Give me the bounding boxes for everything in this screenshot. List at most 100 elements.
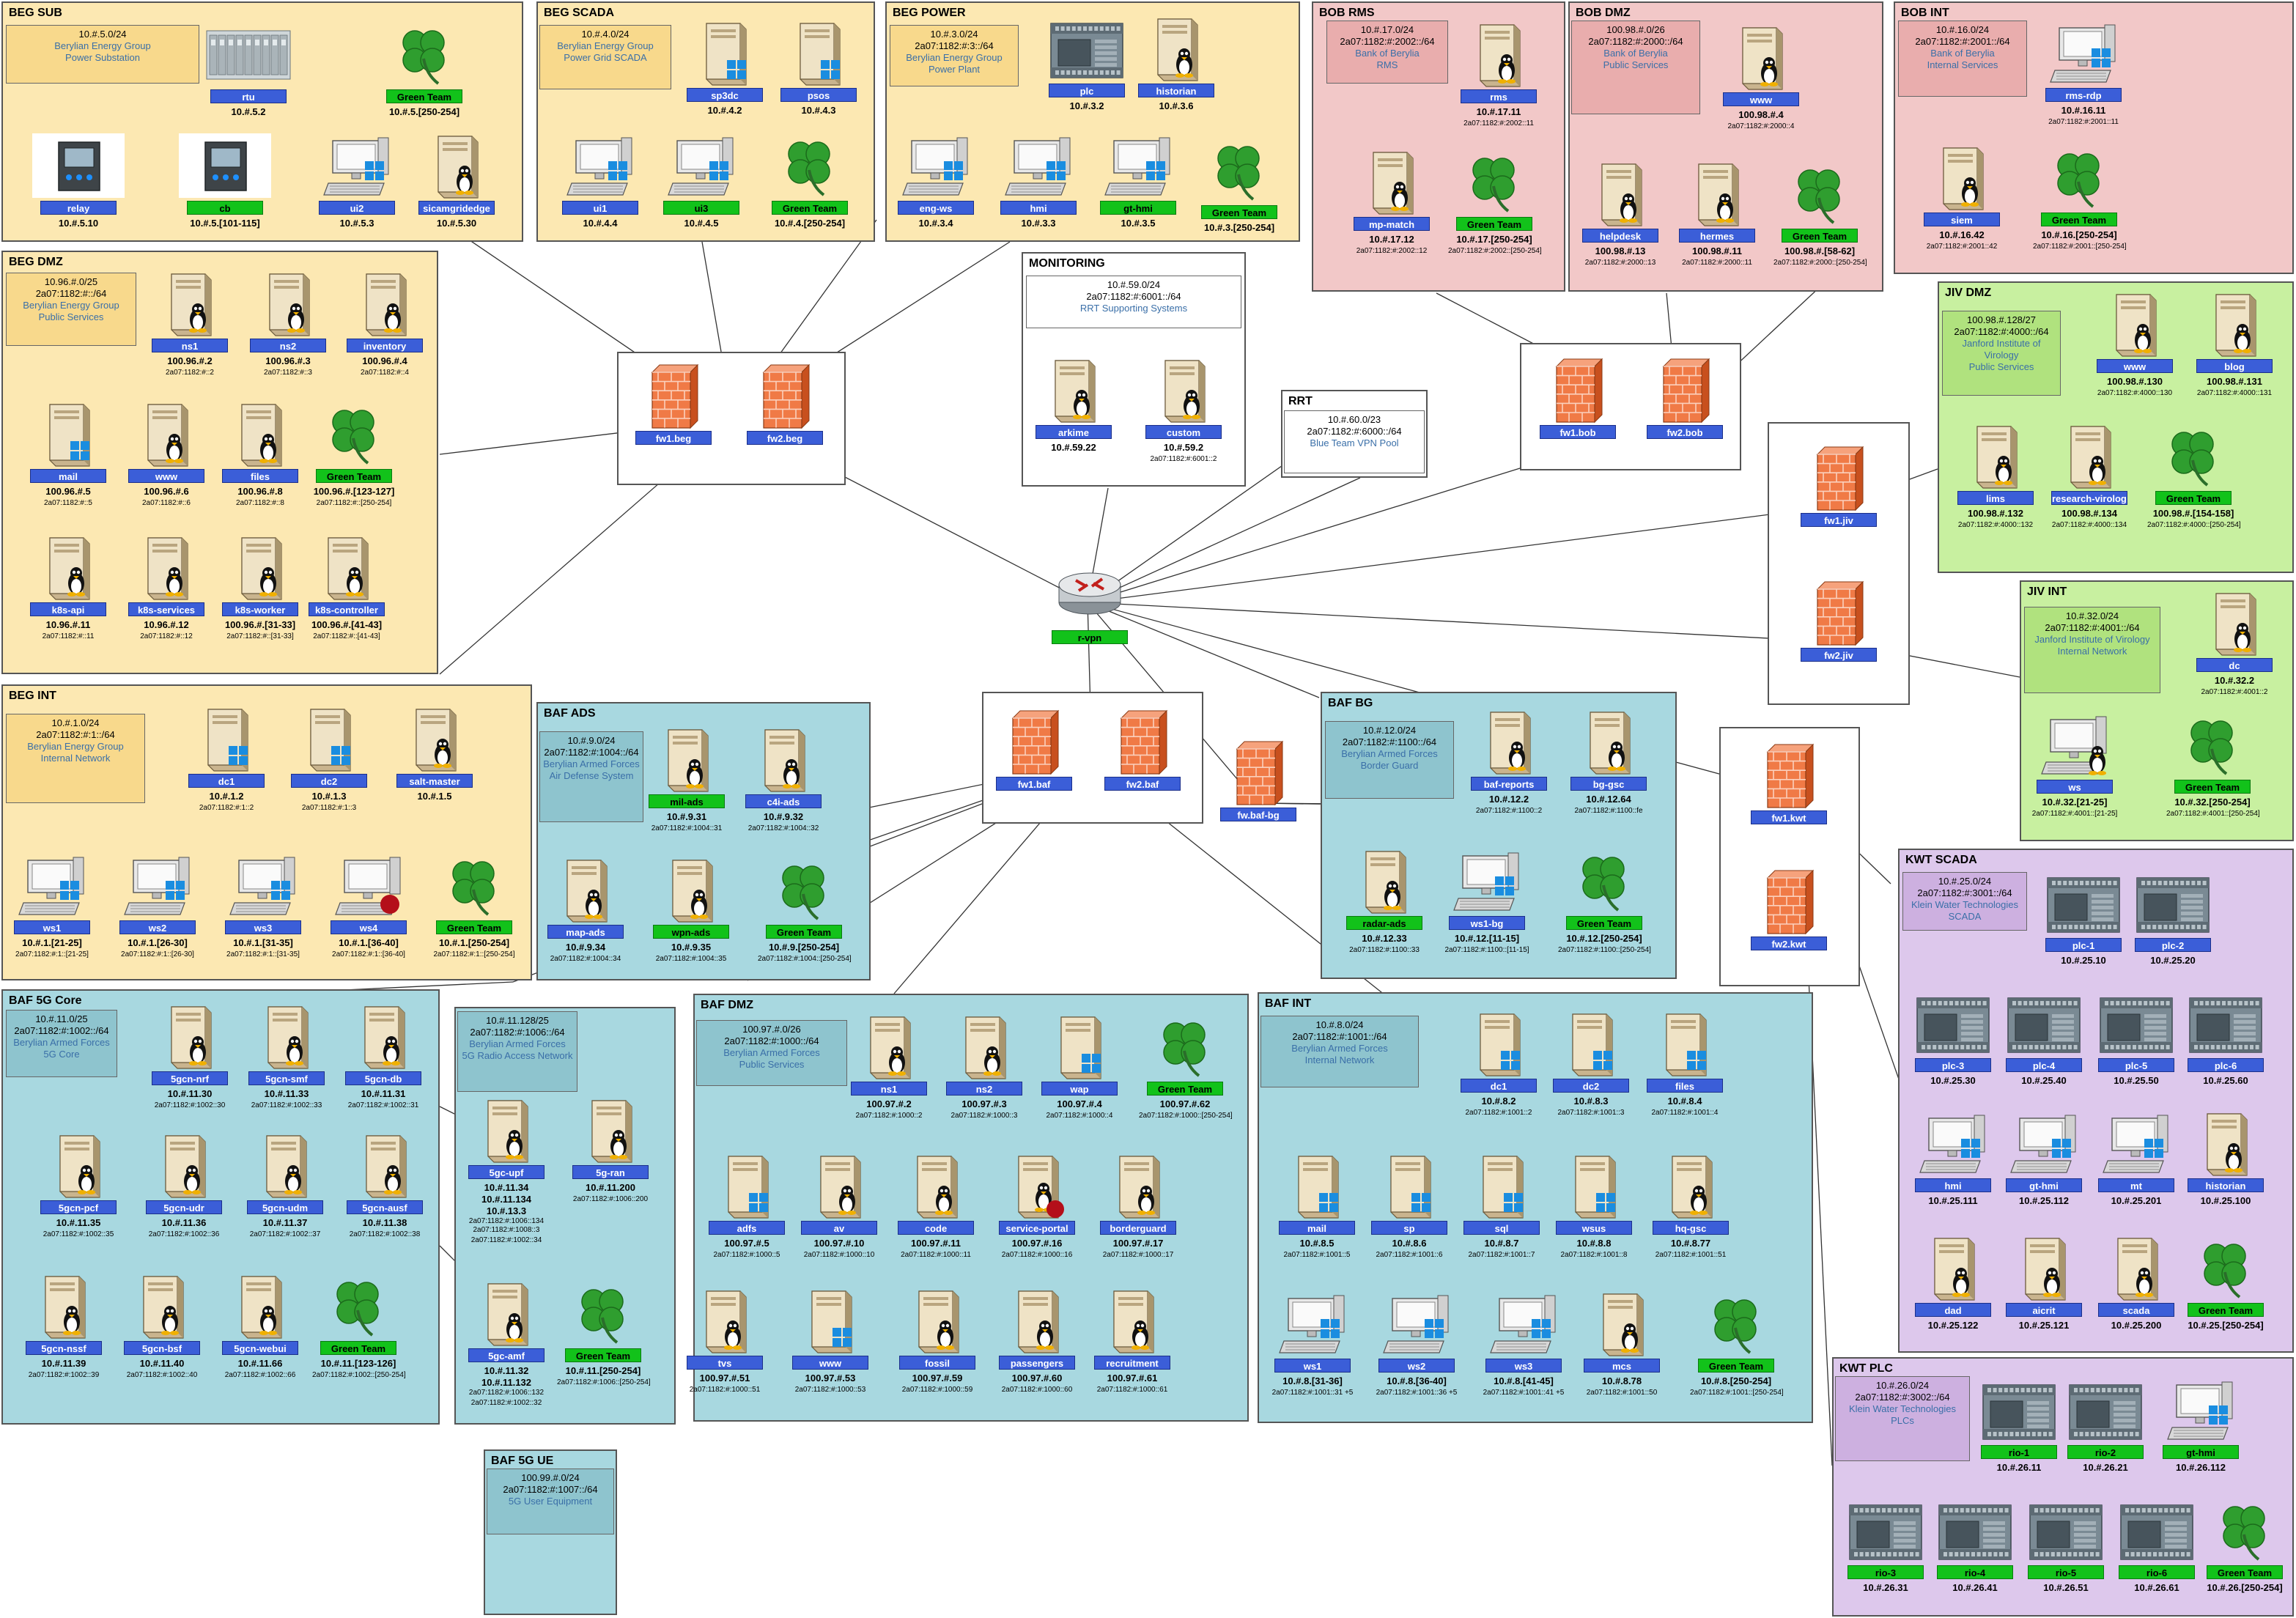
- host-label[interactable]: Green Team: [1782, 229, 1858, 243]
- host-label[interactable]: Green Team: [320, 1341, 396, 1355]
- host-label[interactable]: k8s-api: [30, 602, 106, 616]
- host-label[interactable]: fw1.jiv: [1801, 513, 1877, 527]
- host-label[interactable]: mail: [1279, 1221, 1355, 1235]
- host-label[interactable]: dc2: [291, 774, 367, 788]
- host-label[interactable]: plc-4: [2006, 1058, 2082, 1072]
- host-label[interactable]: siem: [1924, 213, 2000, 226]
- host-label[interactable]: dc: [2196, 658, 2273, 672]
- host-label[interactable]: www: [1723, 92, 1799, 106]
- host-label[interactable]: Green Team: [772, 201, 848, 215]
- host-label[interactable]: ws1: [1274, 1359, 1351, 1373]
- host-label[interactable]: www: [128, 469, 204, 483]
- host-label[interactable]: helpdesk: [1582, 229, 1658, 243]
- host-label[interactable]: fw2.beg: [747, 431, 823, 445]
- host-label[interactable]: dad: [1915, 1303, 1991, 1317]
- host-label[interactable]: historian: [1138, 84, 1214, 97]
- host-label[interactable]: mt: [2098, 1178, 2174, 1192]
- host-label[interactable]: mail: [30, 469, 106, 483]
- host-label[interactable]: eng-ws: [898, 201, 974, 215]
- host-label[interactable]: c4i-ads: [745, 794, 822, 808]
- host-label[interactable]: files: [222, 469, 298, 483]
- host-label[interactable]: files: [1647, 1079, 1723, 1093]
- host-label[interactable]: Green Team: [1566, 916, 1642, 930]
- host-label[interactable]: ns1: [152, 339, 228, 352]
- host-label[interactable]: baf-reports: [1471, 777, 1547, 791]
- host-label[interactable]: Green Team: [1456, 217, 1532, 231]
- host-label[interactable]: adfs: [709, 1221, 785, 1235]
- host-label[interactable]: service-portal: [999, 1221, 1075, 1235]
- host-label[interactable]: 5gc-upf: [468, 1165, 545, 1179]
- host-node[interactable]: fw1.baf: [988, 703, 1080, 791]
- host-label[interactable]: wsus: [1556, 1221, 1632, 1235]
- host-label[interactable]: rms-rdp: [2045, 88, 2122, 102]
- host-label[interactable]: 5gcn-udr: [146, 1200, 222, 1214]
- host-label[interactable]: Green Team: [2155, 491, 2232, 505]
- host-label[interactable]: rms: [1461, 89, 1537, 103]
- host-label[interactable]: r-vpn: [1052, 630, 1128, 644]
- host-label[interactable]: custom: [1145, 425, 1222, 439]
- host-label[interactable]: ws3: [1485, 1359, 1562, 1373]
- host-label[interactable]: dc2: [1553, 1079, 1629, 1093]
- host-node[interactable]: r-vpn: [1044, 557, 1136, 644]
- host-label[interactable]: Green Team: [2174, 780, 2251, 794]
- host-label[interactable]: 5gcn-pcf: [40, 1200, 117, 1214]
- host-label[interactable]: 5gcn-webui: [222, 1341, 298, 1355]
- host-label[interactable]: 5gcn-udm: [247, 1200, 323, 1214]
- host-label[interactable]: plc-6: [2188, 1058, 2264, 1072]
- host-label[interactable]: 5gcn-nrf: [152, 1071, 228, 1085]
- host-node[interactable]: fw2.bob: [1639, 352, 1731, 439]
- host-label[interactable]: hmi: [1000, 201, 1077, 215]
- host-label[interactable]: 5gcn-db: [345, 1071, 421, 1085]
- host-label[interactable]: Green Team: [565, 1348, 641, 1362]
